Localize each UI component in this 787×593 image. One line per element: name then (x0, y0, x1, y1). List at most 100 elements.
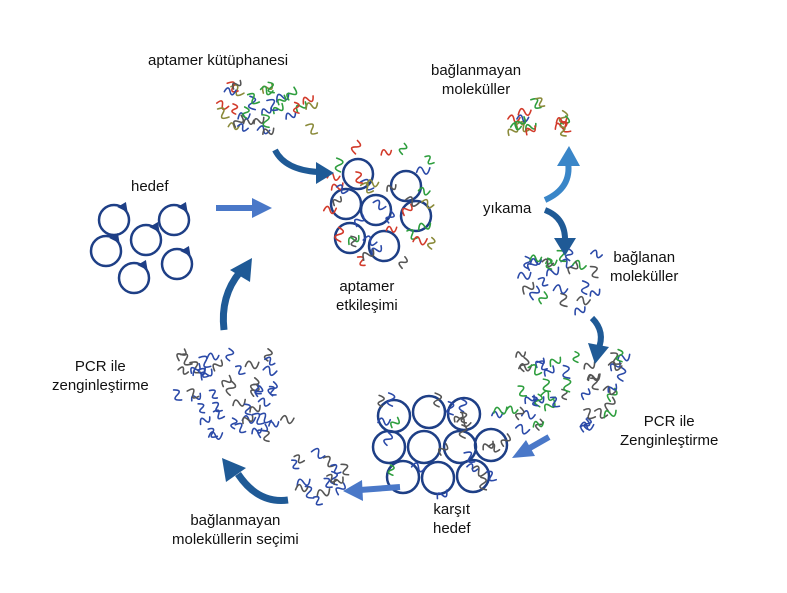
aptamer-strand (543, 365, 555, 377)
aptamer-strand (567, 260, 579, 275)
label-bound-molecules: bağlanan moleküller (610, 248, 678, 286)
aptamer-strand (446, 400, 455, 416)
aptamer-strand (545, 257, 553, 270)
aptamer-strand (527, 364, 543, 376)
aptamer-strand (493, 406, 508, 415)
aptamer-strand (212, 401, 223, 413)
aptamer-strand (322, 205, 338, 215)
aptamer-strand (417, 222, 432, 231)
aptamer-strand (350, 139, 362, 155)
aptamer-strand (616, 366, 627, 382)
aptamer-strand (232, 398, 246, 407)
aptamer-strand (514, 116, 527, 131)
arrow-counter-to-selection (359, 484, 401, 493)
aptamer-strand (225, 347, 235, 362)
aptamer-strand (507, 124, 519, 137)
aptamer-strand (233, 114, 245, 128)
aptamer-strand (603, 409, 617, 419)
aptamer-strand (268, 385, 277, 396)
aptamer-strand (180, 353, 193, 366)
aptamer-strand (523, 255, 532, 270)
label-aptamer-interaction: aptamer etkileşimi (336, 277, 398, 315)
target-circles (89, 201, 194, 295)
aptamer-strand (541, 258, 555, 268)
aptamer-strand (459, 411, 468, 424)
label-pcr-right-line1: PCR ile (643, 413, 695, 430)
aptamer-strand (532, 420, 545, 428)
aptamer-strand (225, 379, 237, 397)
aptamer-strand (246, 92, 261, 105)
aptamer-strand (572, 350, 580, 364)
aptamer-strand (293, 454, 306, 464)
arrow-library-to-interaction-head (316, 162, 334, 184)
aptamer-strand (250, 412, 265, 425)
aptamer-strand (292, 101, 300, 114)
aptamer-strand (216, 107, 230, 120)
aptamer-strand (322, 455, 337, 468)
aptamer-strand (326, 473, 338, 483)
aptamer-strand (398, 142, 408, 156)
aptamer-strand (514, 423, 531, 435)
aptamer-strand (330, 463, 342, 475)
aptamer-strand (335, 184, 349, 195)
aptamer-strand (546, 266, 560, 277)
aptamer-strand (212, 409, 226, 420)
aptamer-strand (525, 125, 537, 136)
aptamer-strand (549, 356, 562, 368)
aptamer-strand (347, 234, 360, 246)
aptamer-strand (421, 198, 435, 209)
aptamer-strand (249, 377, 260, 392)
aptamer-strand (602, 385, 617, 396)
aptamer-strand (458, 398, 468, 413)
aptamer-strand (576, 295, 591, 306)
aptamer-strand (540, 390, 556, 402)
aptamer-strand (197, 403, 206, 414)
aptamer-strand (479, 476, 488, 491)
label-interaction-line1: aptamer (339, 278, 395, 295)
aptamer-strand (436, 489, 448, 500)
aptamer-strand (305, 123, 319, 135)
arrow-counter-to-selection-head (343, 480, 363, 501)
aptamer-strand (559, 292, 568, 308)
aptamer-strand (340, 463, 350, 476)
aptamer-strand (558, 109, 569, 125)
aptamer-strand (234, 365, 246, 376)
aptamer-strand (186, 388, 200, 399)
aptamer-strand (529, 257, 543, 265)
aptamer-strand (258, 412, 273, 424)
aptamer-strand (562, 364, 571, 379)
arrow-pcr-to-counter (526, 434, 551, 452)
aptamer-strand (610, 352, 622, 365)
target-circle (160, 245, 194, 281)
interaction-circles (329, 157, 433, 263)
aptamer-strand (487, 443, 501, 453)
aptamer-strand (189, 361, 202, 374)
aptamer-strand (536, 360, 548, 371)
aptamer-strand (285, 111, 297, 120)
aptamer-strand (417, 186, 431, 196)
aptamer-strand (377, 417, 392, 426)
aptamer-strand (316, 488, 331, 497)
aptamer-strand (200, 368, 213, 381)
aptamer-strand (485, 470, 498, 482)
aptamer-strand (242, 118, 255, 126)
label-unbound-molecules-top: bağlanmayan moleküller (431, 61, 521, 99)
aptamer-strand (522, 281, 535, 295)
aptamer-strand (552, 284, 569, 295)
aptamer-strand (433, 392, 443, 408)
aptamer-strand (534, 393, 543, 408)
aptamer-strand (586, 373, 600, 382)
aptamer-strand (198, 355, 212, 368)
aptamer-strand (172, 389, 183, 401)
aptamer-strand (267, 381, 278, 397)
label-pcr-left-line2: zenginleştirme (52, 377, 149, 394)
aptamer-strand (380, 148, 393, 156)
arrow-bound-to-pcr-head (588, 343, 609, 364)
aptamer-strand (574, 306, 586, 316)
aptamer-swarms (172, 79, 631, 506)
aptamer-strand (535, 97, 546, 108)
aptamer-strand (251, 427, 263, 435)
aptamer-strand (542, 378, 551, 393)
aptamer-strand (304, 485, 315, 499)
aptamer-strand (410, 462, 427, 473)
